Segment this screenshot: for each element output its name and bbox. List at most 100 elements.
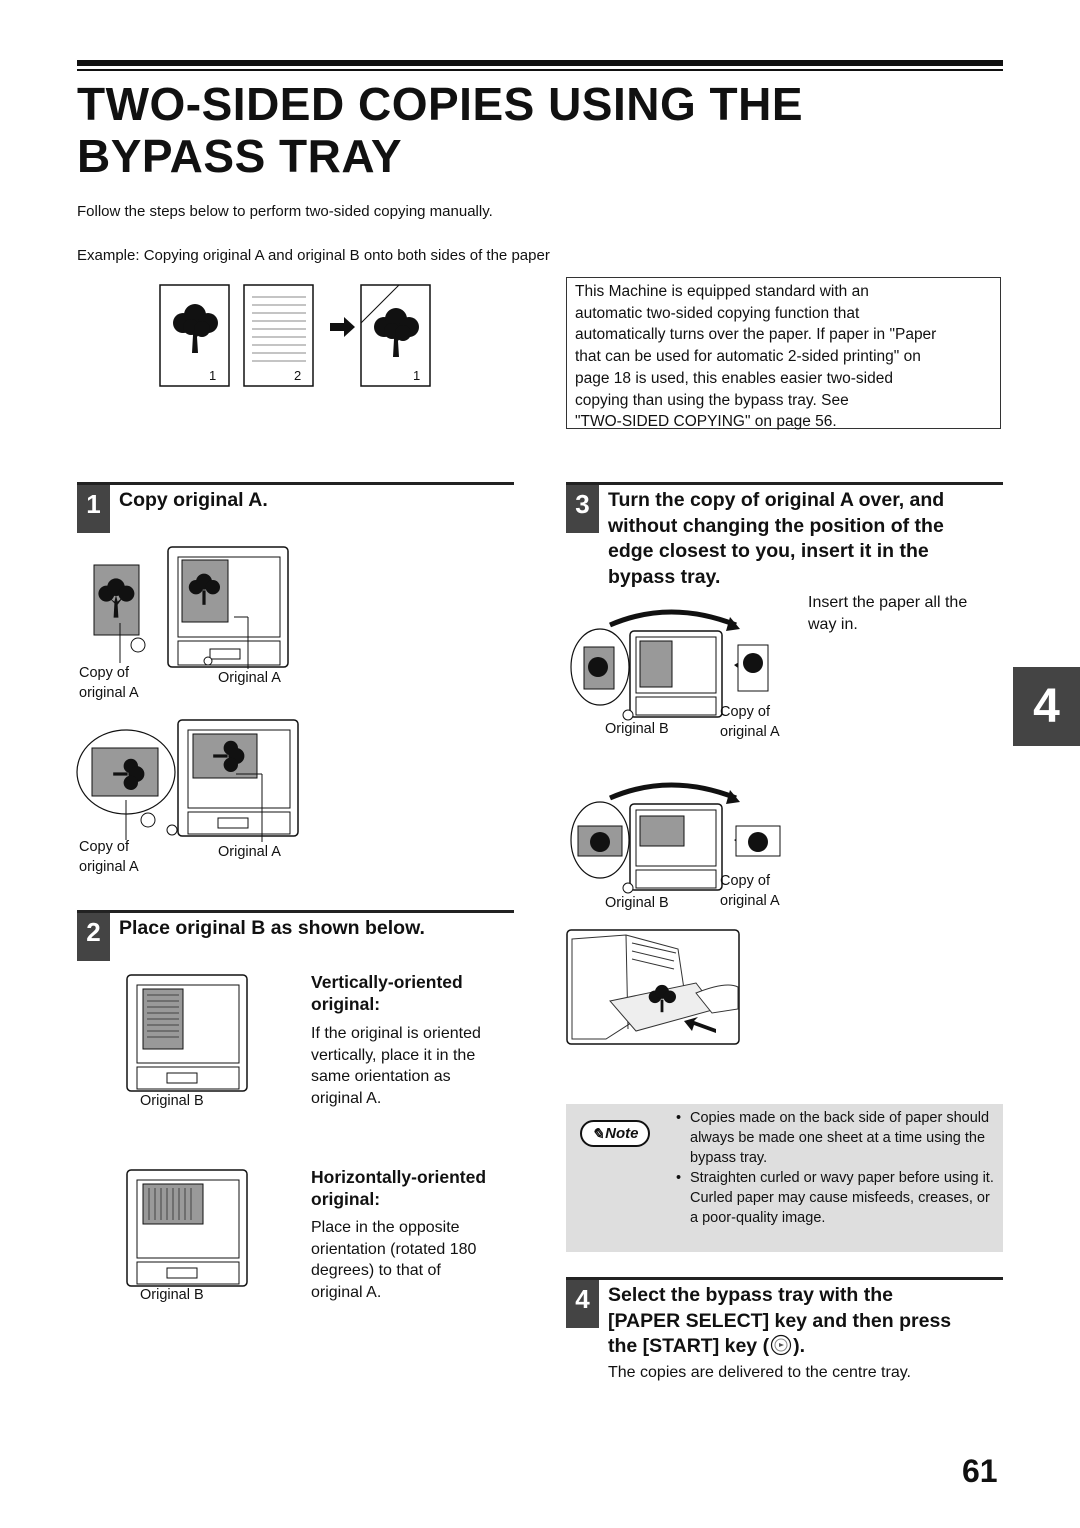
text-lines-icon	[252, 296, 306, 362]
title-line: Turn the copy of original A over, and	[608, 489, 945, 511]
arrow-right-icon	[330, 317, 355, 337]
example-page-label-2: 2	[294, 368, 302, 383]
info-line: "TWO-SIDED COPYING" on page 56.	[575, 413, 837, 431]
step3-copier-figure-1	[570, 609, 769, 721]
page-title-line2: BYPASS TRAY	[77, 130, 403, 182]
step2-copier-vertical	[126, 974, 248, 1092]
step2-title: Place original B as shown below.	[119, 917, 425, 939]
step2-rule	[77, 910, 514, 913]
step4-title: Select the bypass tray with the [PAPER S…	[608, 1283, 951, 1360]
note-list: Copies made on the back side of paper sh…	[674, 1108, 994, 1228]
copier-icon	[167, 546, 289, 668]
step1-number: 1	[77, 485, 110, 533]
note-badge: ✎Note	[580, 1120, 650, 1147]
arrow-icon	[684, 1017, 716, 1033]
body-line: If the original is oriented	[311, 1025, 481, 1042]
page-number: 61	[962, 1453, 998, 1489]
tree-icon	[98, 578, 135, 618]
copy-label-line1: Copy of	[720, 873, 770, 889]
info-box: This Machine is equipped standard with a…	[566, 277, 1001, 430]
step1-fig1-original-label: Original A	[218, 670, 281, 686]
copy-label-line2: original A	[720, 723, 780, 740]
title-line: the [START] key ().	[608, 1334, 951, 1360]
step1-copier-figure-2	[76, 719, 299, 842]
bypass-tray-illustration	[566, 929, 740, 1045]
info-line: that can be used for automatic 2-sided p…	[575, 348, 921, 366]
step3-fig2-original-label: Original B	[605, 895, 669, 911]
step1-title: Copy original A.	[119, 489, 268, 511]
info-line: copying than using the bypass tray. See	[575, 391, 849, 409]
copy-label-line1: Copy of	[720, 704, 770, 720]
body-line: same orientation as	[311, 1068, 451, 1086]
copy-label-line2: original A	[79, 684, 139, 701]
body-line: vertically, place it in the	[311, 1046, 476, 1064]
title-line3-pre: the [START] key (	[608, 1335, 770, 1357]
step3-rule	[566, 482, 1003, 485]
note-item: Copies made on the back side of paper sh…	[674, 1108, 994, 1168]
step3-fig1-original-label: Original B	[605, 721, 669, 737]
heading-line1: Horizontally-oriented	[311, 1167, 487, 1187]
page-title-line1: TWO-SIDED COPIES USING THE	[77, 78, 804, 130]
step4-number: 4	[566, 1280, 599, 1328]
info-line: page 18 is used, this enables easier two…	[575, 369, 893, 387]
step4-body: The copies are delivered to the centre t…	[608, 1364, 911, 1381]
step1-fig1-copy-label: Copy of original A	[79, 664, 139, 703]
chapter-tab: 4	[1013, 667, 1080, 746]
body-line: Place in the opposite	[311, 1219, 460, 1236]
start-key-icon	[770, 1334, 792, 1356]
copier-icon	[629, 803, 723, 891]
note-line: way in.	[808, 615, 858, 633]
copy-label-line1: Copy of	[79, 839, 129, 855]
step3-fig1-copy-label: Copy of original A	[720, 703, 780, 742]
body-line: original A.	[311, 1284, 382, 1302]
step3-copier-figure-2	[570, 782, 781, 894]
header-rule-thick	[77, 60, 1003, 66]
step2-number: 2	[77, 913, 110, 961]
pencil-icon: ✎	[591, 1125, 605, 1143]
step2-horizontal-heading: Horizontally-oriented original:	[311, 1166, 486, 1210]
tree-icon	[173, 304, 218, 353]
step3-number: 3	[566, 485, 599, 533]
step3-title: Turn the copy of original A over, and wi…	[608, 488, 944, 590]
copy-label-line2: original A	[720, 892, 780, 909]
title-line: [PAPER SELECT] key and then press	[608, 1309, 952, 1332]
example-page-label-1: 1	[209, 368, 217, 383]
step3-fig2-copy-label: Copy of original A	[720, 872, 780, 911]
title-line: Select the bypass tray with the	[608, 1284, 894, 1306]
body-line: original A.	[311, 1090, 382, 1108]
example-figure	[159, 284, 431, 387]
tree-icon	[374, 308, 419, 357]
title-line3-post: ).	[793, 1335, 805, 1357]
step4-rule	[566, 1277, 1003, 1280]
intro-text: Follow the steps below to perform two-si…	[77, 203, 493, 220]
step2-vertical-body: If the original is oriented vertically, …	[311, 1023, 481, 1110]
step1-copier-figure-1	[93, 546, 289, 669]
step1-fig2-original-label: Original A	[218, 844, 281, 860]
step1-fig2-copy-label: Copy of original A	[79, 838, 139, 877]
note-item: Straighten curled or wavy paper before u…	[674, 1168, 994, 1228]
title-line: without changing the position of the	[608, 514, 944, 537]
step2-horizontal-body: Place in the opposite orientation (rotat…	[311, 1217, 476, 1304]
title-line: edge closest to you, insert it in the	[608, 540, 929, 562]
step2-copier-horizontal	[126, 1169, 248, 1287]
info-line: automatic two-sided copying function tha…	[575, 304, 860, 322]
copy-label-line2: original A	[79, 858, 139, 875]
info-line: This Machine is equipped standard with a…	[575, 283, 869, 300]
example-text: Example: Copying original A and original…	[77, 247, 550, 264]
body-line: orientation (rotated 180	[311, 1240, 477, 1258]
heading-line2: original:	[311, 1189, 381, 1209]
copier-icon	[177, 719, 299, 837]
page-title: TWO-SIDED COPIES USING THE BYPASS TRAY	[77, 78, 997, 182]
info-line: automatically turns over the paper. If p…	[575, 326, 937, 344]
heading-line2: original:	[311, 994, 381, 1014]
title-line: bypass tray.	[608, 565, 721, 588]
note-badge-label: Note	[605, 1125, 639, 1142]
step2-vertical-fig-label: Original B	[140, 1093, 204, 1109]
step2-horizontal-fig-label: Original B	[140, 1287, 204, 1303]
note-line: Insert the paper all the	[808, 594, 968, 611]
copy-label-line1: Copy of	[79, 665, 129, 681]
body-line: degrees) to that of	[311, 1262, 441, 1280]
copier-icon	[629, 630, 723, 718]
step1-rule	[77, 482, 514, 485]
step2-vertical-heading: Vertically-oriented original:	[311, 971, 463, 1015]
